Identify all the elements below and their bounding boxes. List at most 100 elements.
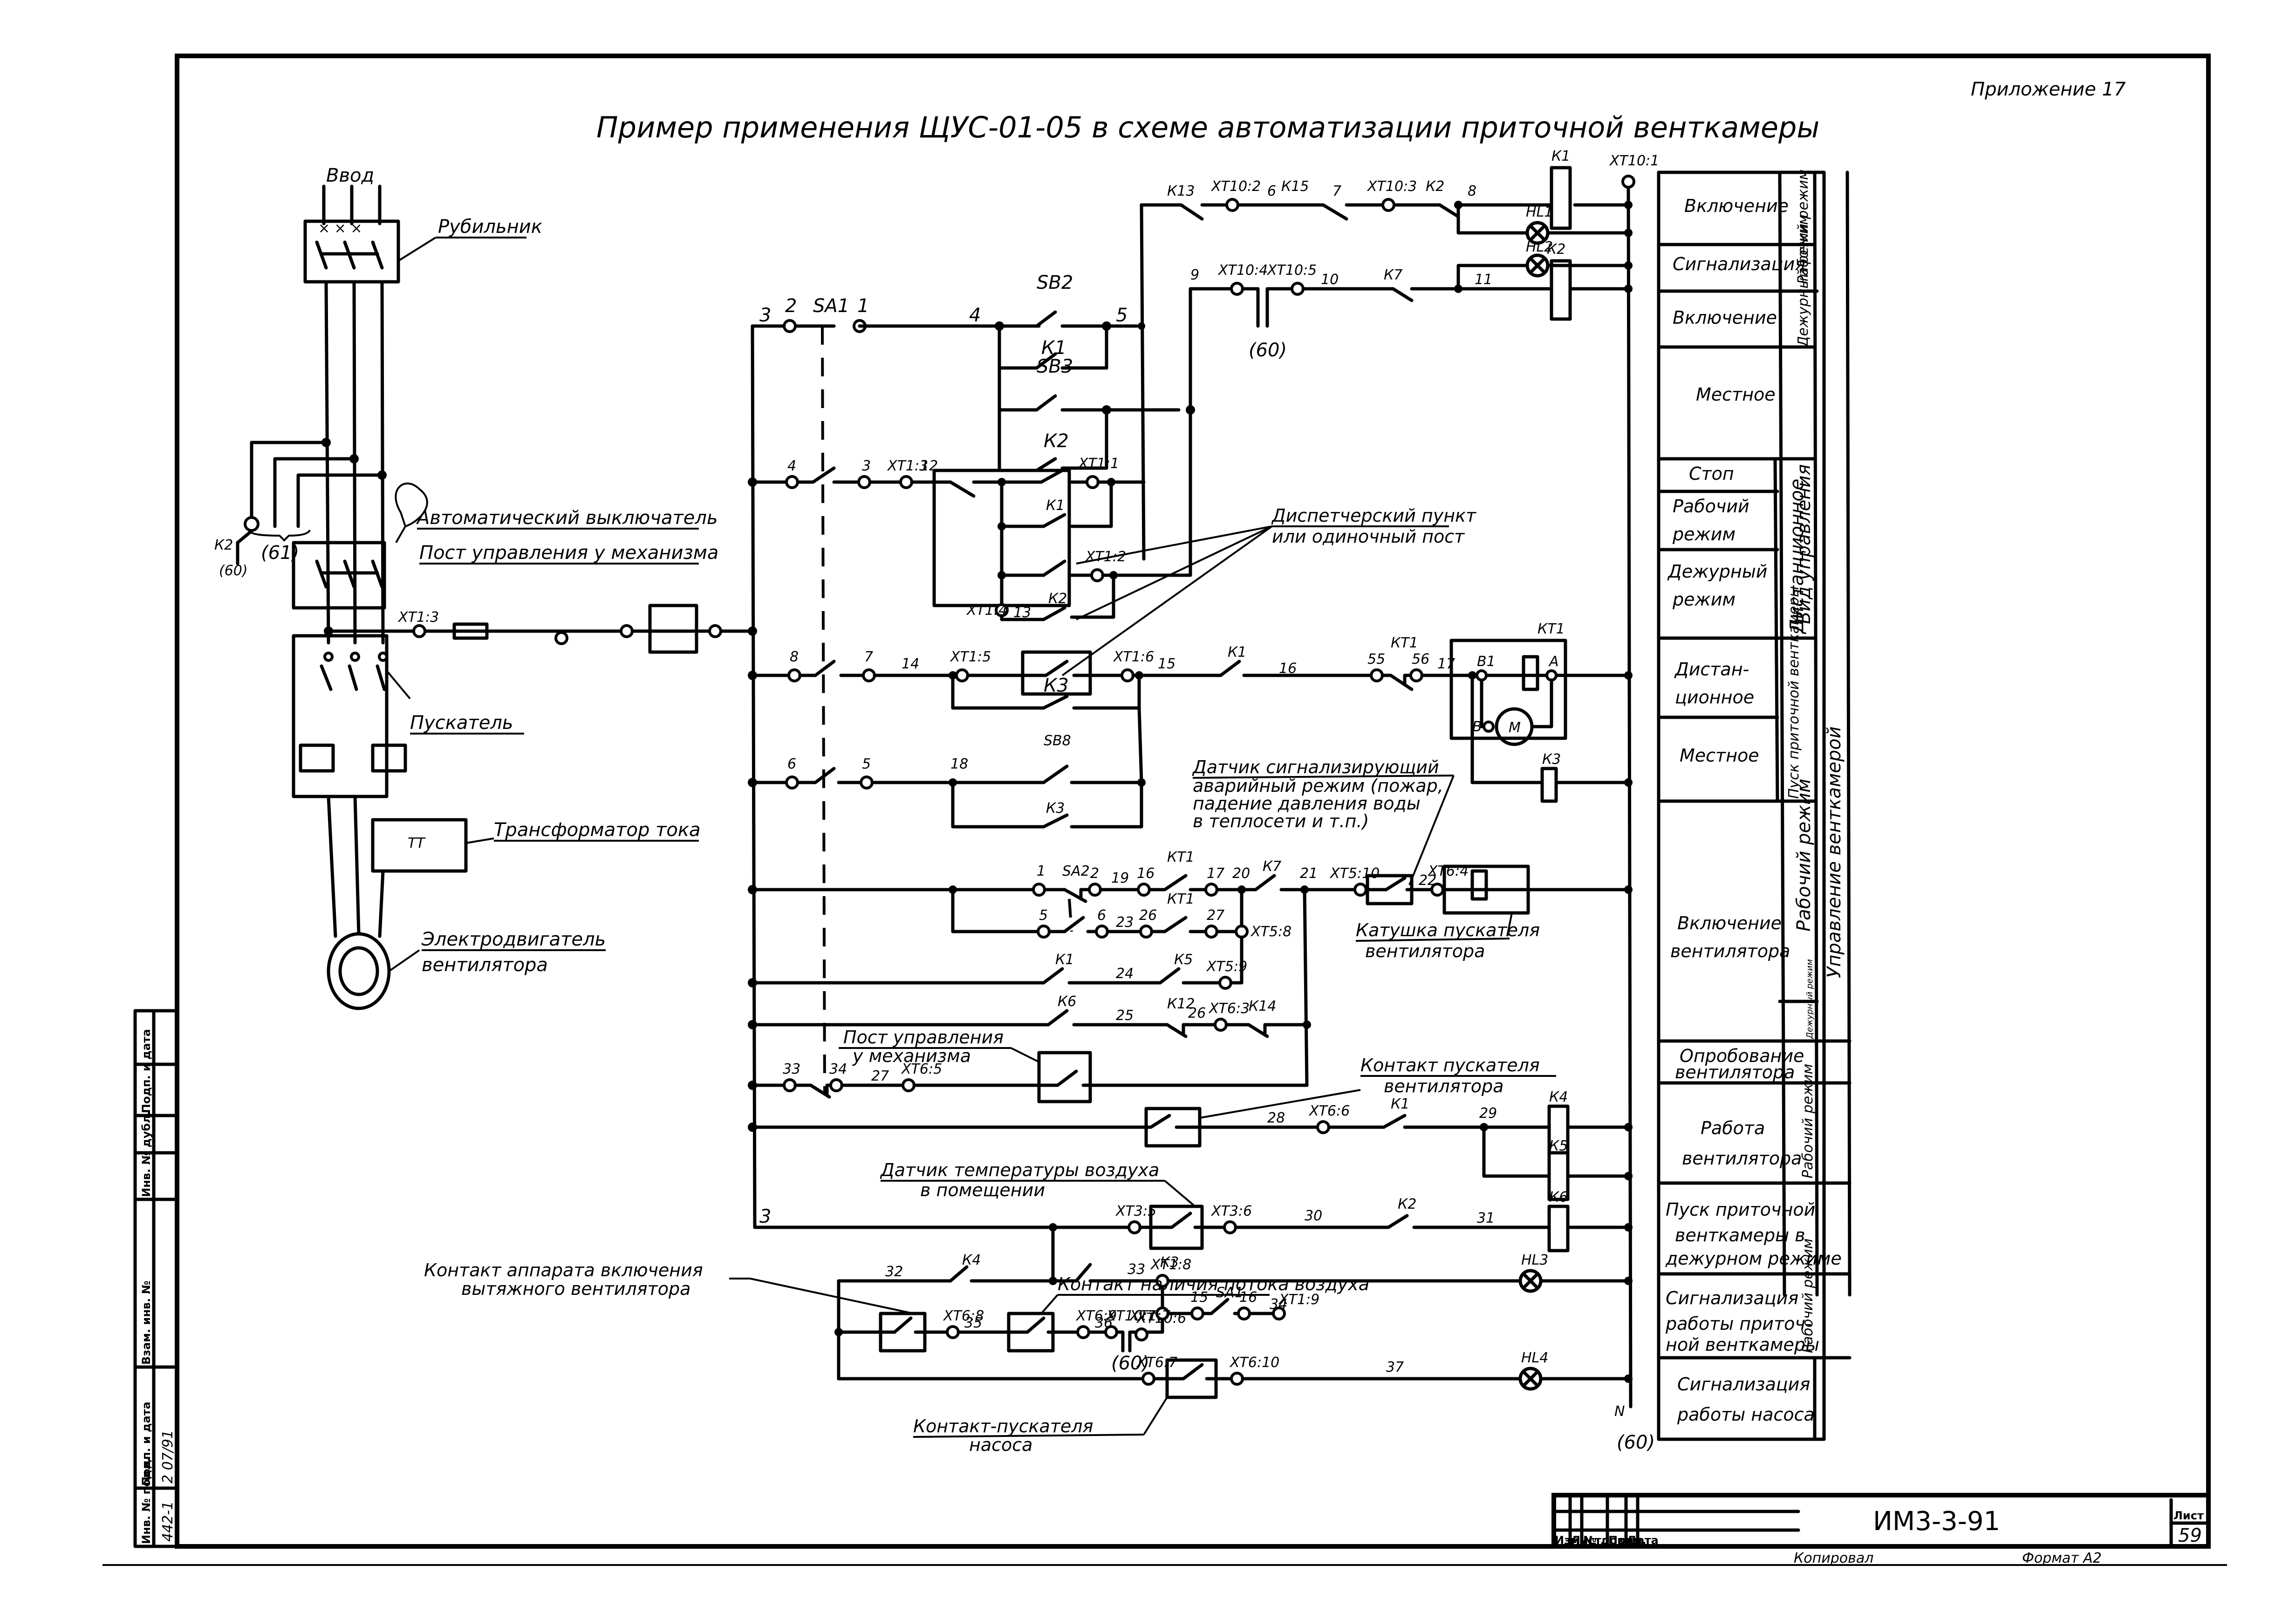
svg-text:К1: К1 xyxy=(1055,952,1074,968)
format-label: Формат А2 xyxy=(2022,1550,2102,1566)
switch-box xyxy=(303,219,400,284)
table-row-13a: Пуск приточной xyxy=(1666,1199,1815,1220)
ref-60-label: (60) xyxy=(219,563,248,579)
vlabel-work-mode-2: Рабочий режим xyxy=(1800,1064,1816,1178)
vlabel-remote: Дистанционное xyxy=(1786,479,1808,634)
svg-text:21: 21 xyxy=(1300,865,1318,882)
breaker-label: Автоматический выключатель xyxy=(416,507,718,529)
svg-text:КТ1: КТ1 xyxy=(1391,635,1418,651)
starter-label: Пускатель xyxy=(410,712,513,734)
svg-text:35: 35 xyxy=(964,1315,982,1331)
vlabel-work-mode-top: Рабочий режим xyxy=(1795,170,1811,284)
table-row-14b: работы приточ- xyxy=(1665,1313,1812,1334)
svg-text:8: 8 xyxy=(1468,183,1476,199)
svg-text:ХТ1:5: ХТ1:5 xyxy=(950,649,991,665)
svg-text:27: 27 xyxy=(871,1068,889,1084)
table-row-8b: ционное xyxy=(1675,687,1754,708)
svg-text:20: 20 xyxy=(1232,865,1250,882)
ct-label: Трансформатор тока xyxy=(494,819,701,841)
svg-text:1: 1 xyxy=(1037,863,1046,879)
svg-text:× × ×: × × × xyxy=(318,220,362,237)
svg-text:55: 55 xyxy=(1367,651,1385,667)
svg-text:N: N xyxy=(1614,1403,1625,1420)
post-label-1: Пост управления xyxy=(843,1027,1004,1048)
starter-contact-label-2: вентилятора xyxy=(1384,1076,1503,1096)
svg-text:29: 29 xyxy=(1479,1105,1497,1122)
table-row-12a: Работа xyxy=(1701,1118,1765,1138)
svg-text:К2: К2 xyxy=(1547,241,1565,258)
svg-text:9: 9 xyxy=(1190,267,1199,283)
table-row-11b: вентилятора xyxy=(1675,1062,1795,1082)
coil-label-2: вентилятора xyxy=(1365,941,1485,961)
input-label: Ввод xyxy=(326,165,374,186)
appendix-label: Приложение 17 xyxy=(1971,79,2126,100)
svg-text:8: 8 xyxy=(790,649,799,665)
svg-text:3: 3 xyxy=(759,1206,771,1227)
svg-text:10: 10 xyxy=(1321,272,1339,288)
table-row-6a: Рабочий xyxy=(1673,496,1749,517)
side-stamp: Инв. № подл. Подп. и дата Взам. инв. № И… xyxy=(133,1009,179,1548)
svg-text:7: 7 xyxy=(1332,183,1341,199)
copied-label: Копировал xyxy=(1794,1550,1873,1566)
table-row-10b: вентилятора xyxy=(1670,941,1790,961)
svg-text:23: 23 xyxy=(1116,914,1134,931)
stamp-inv-dubl: Инв. № дубл. xyxy=(140,1111,153,1197)
svg-text:HL3: HL3 xyxy=(1521,1252,1548,1268)
table-row-13c: дежурном режиме xyxy=(1665,1248,1842,1269)
svg-text:К4: К4 xyxy=(962,1252,981,1268)
vlabel-start-supply: Пуск приточной венткамеры xyxy=(1786,586,1802,799)
svg-text:ХТ6:9: ХТ6:9 xyxy=(1075,1308,1117,1324)
svg-text:К2: К2 xyxy=(1398,1196,1416,1212)
svg-text:16: 16 xyxy=(1279,660,1297,677)
sheet-number: 59 xyxy=(2178,1525,2202,1546)
switch-label: Рубильник xyxy=(438,216,542,238)
svg-text:КТ1: КТ1 xyxy=(1167,891,1195,907)
vlabel-work-mode-3: Рабочий режим xyxy=(1800,1239,1816,1353)
starter-contact-label-1: Контакт пускателя xyxy=(1360,1055,1540,1075)
svg-text:ХТ1:1: ХТ1:1 xyxy=(1078,456,1119,472)
sheet-label: Лист xyxy=(2173,1509,2204,1522)
svg-text:К2: К2 xyxy=(1048,591,1067,607)
page-title: Пример применения ЩУС-01-05 в схеме авто… xyxy=(596,110,1819,144)
svg-text:11: 11 xyxy=(1475,272,1492,288)
svg-text:27: 27 xyxy=(1207,907,1224,924)
vlabel-control-type: Вид управления xyxy=(1793,464,1815,625)
table-row-12b: вентилятора xyxy=(1682,1148,1802,1169)
svg-text:7: 7 xyxy=(864,649,873,665)
svg-text:ХТ6:3: ХТ6:3 xyxy=(1208,1000,1250,1017)
vlabel-duty-small: Дежурный режим xyxy=(1805,959,1815,1039)
vlabel-working-mode: Рабочий режим xyxy=(1793,779,1815,932)
svg-text:К1: К1 xyxy=(1046,497,1065,514)
exhaust-label-1: Контакт аппарата включения xyxy=(424,1260,703,1280)
sensor-label-1: Датчик сигнализирующий xyxy=(1192,757,1439,777)
vlabel-control-chamber: Управление венткамерой xyxy=(1824,726,1845,978)
svg-text:(60): (60) xyxy=(1249,340,1287,361)
table-row-7a: Дежурный xyxy=(1667,561,1767,582)
title-block: Изм Лист № докум. Подп. Дата ИМ3-3-91 Ли… xyxy=(1551,1493,2211,1566)
svg-text:2: 2 xyxy=(785,295,797,317)
tb-col-date: Дата xyxy=(1627,1534,1659,1547)
svg-text:5: 5 xyxy=(1116,305,1128,326)
svg-text:2: 2 xyxy=(1090,865,1099,882)
pump-label-2: насоса xyxy=(969,1435,1032,1455)
svg-text:24: 24 xyxy=(1116,966,1134,982)
ct-box xyxy=(371,818,468,873)
table-row-5: Стоп xyxy=(1689,463,1734,484)
dispatch-label-1: Диспетчерский пункт xyxy=(1271,505,1477,526)
svg-text:ХТ1:6: ХТ1:6 xyxy=(1113,649,1154,665)
table-row-6b: режим xyxy=(1672,524,1736,544)
svg-text:К1: К1 xyxy=(1041,337,1066,359)
svg-text:33: 33 xyxy=(1128,1261,1145,1278)
svg-text:5: 5 xyxy=(1039,907,1048,924)
svg-text:К2: К2 xyxy=(1044,430,1069,452)
tb-col-sign: Подп. xyxy=(1608,1534,1647,1547)
svg-text:К14: К14 xyxy=(1249,998,1276,1014)
table-row-14a: Сигнализация xyxy=(1666,1288,1798,1308)
svg-text:ХТ1:8: ХТ1:8 xyxy=(1150,1257,1191,1273)
svg-text:SB2: SB2 xyxy=(1037,272,1073,293)
svg-text:ХТ5:8: ХТ5:8 xyxy=(1250,924,1292,940)
svg-text:5: 5 xyxy=(862,756,871,772)
svg-text:56: 56 xyxy=(1412,651,1429,667)
svg-text:К12: К12 xyxy=(1167,996,1195,1012)
svg-text:К6: К6 xyxy=(1058,994,1076,1010)
